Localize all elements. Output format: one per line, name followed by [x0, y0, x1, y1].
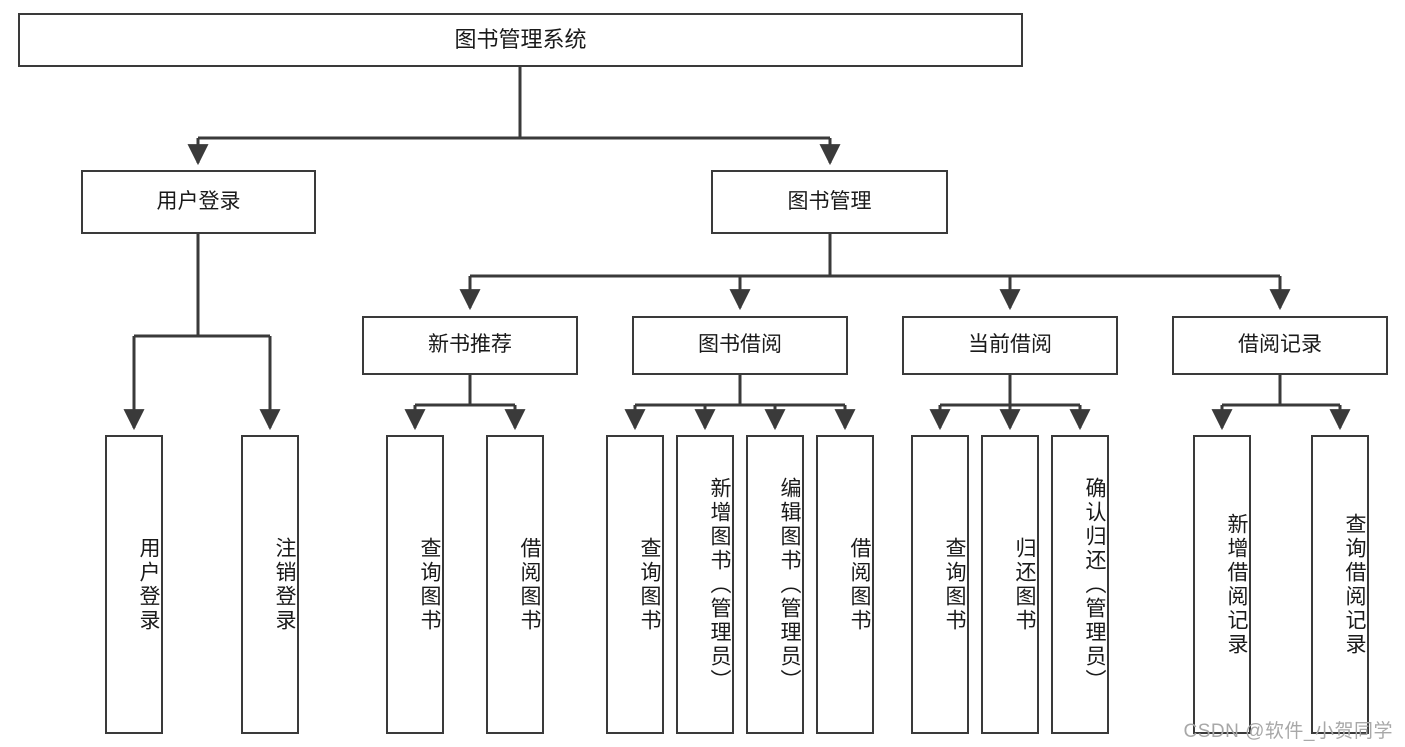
node-book-borrow-label: 图书借阅 — [698, 333, 782, 357]
leaf-query-book-borrow-label: 查询图书 — [638, 536, 661, 633]
leaf-query-book-current[interactable]: 查询图书 — [911, 435, 969, 734]
leaf-query-book-recommend-label: 查询图书 — [418, 536, 441, 633]
leaf-borrow-book[interactable]: 借阅图书 — [816, 435, 874, 734]
leaf-return-book[interactable]: 归还图书 — [981, 435, 1039, 734]
leaf-query-borrow-record[interactable]: 查询借阅记录 — [1311, 435, 1369, 734]
leaf-edit-book-admin-label: 编辑图书（管理员） — [778, 476, 801, 693]
leaf-query-book-current-label: 查询图书 — [943, 536, 966, 633]
node-root-label: 图书管理系统 — [454, 27, 587, 53]
leaf-query-book-borrow[interactable]: 查询图书 — [606, 435, 664, 734]
node-book-management-label: 图书管理 — [787, 189, 872, 213]
csdn-watermark: CSDN @软件_小贺同学 — [1183, 721, 1393, 742]
node-root-library-system[interactable]: 图书管理系统 — [18, 13, 1023, 67]
leaf-return-book-label: 归还图书 — [1013, 536, 1036, 633]
node-new-book-recommend-label: 新书推荐 — [428, 333, 512, 357]
leaf-add-book-admin[interactable]: 新增图书（管理员） — [676, 435, 734, 734]
leaf-add-book-admin-label: 新增图书（管理员） — [708, 476, 731, 693]
leaf-borrow-book-recommend-label: 借阅图书 — [518, 536, 541, 633]
leaf-query-book-recommend[interactable]: 查询图书 — [386, 435, 444, 734]
node-new-book-recommend[interactable]: 新书推荐 — [362, 316, 578, 375]
node-current-borrow-label: 当前借阅 — [968, 333, 1052, 357]
leaf-edit-book-admin[interactable]: 编辑图书（管理员） — [746, 435, 804, 734]
leaf-confirm-return-admin-label: 确认归还（管理员） — [1083, 476, 1106, 693]
leaf-confirm-return-admin[interactable]: 确认归还（管理员） — [1051, 435, 1109, 734]
node-user-login[interactable]: 用户登录 — [81, 170, 316, 234]
leaf-add-borrow-record-label: 新增借阅记录 — [1225, 512, 1248, 657]
leaf-add-borrow-record[interactable]: 新增借阅记录 — [1193, 435, 1251, 734]
node-book-management[interactable]: 图书管理 — [711, 170, 948, 234]
node-user-login-label: 用户登录 — [156, 189, 241, 213]
node-borrow-record-label: 借阅记录 — [1238, 333, 1322, 357]
leaf-query-borrow-record-label: 查询借阅记录 — [1343, 512, 1366, 657]
leaf-user-logout-label: 注销登录 — [273, 536, 296, 633]
leaf-borrow-book-recommend[interactable]: 借阅图书 — [486, 435, 544, 734]
leaf-user-logout[interactable]: 注销登录 — [241, 435, 299, 734]
node-book-borrow[interactable]: 图书借阅 — [632, 316, 848, 375]
leaf-borrow-book-label: 借阅图书 — [848, 536, 871, 633]
leaf-user-login[interactable]: 用户登录 — [105, 435, 163, 734]
leaf-user-login-label: 用户登录 — [137, 536, 160, 633]
node-current-borrow[interactable]: 当前借阅 — [902, 316, 1118, 375]
node-borrow-record[interactable]: 借阅记录 — [1172, 316, 1388, 375]
